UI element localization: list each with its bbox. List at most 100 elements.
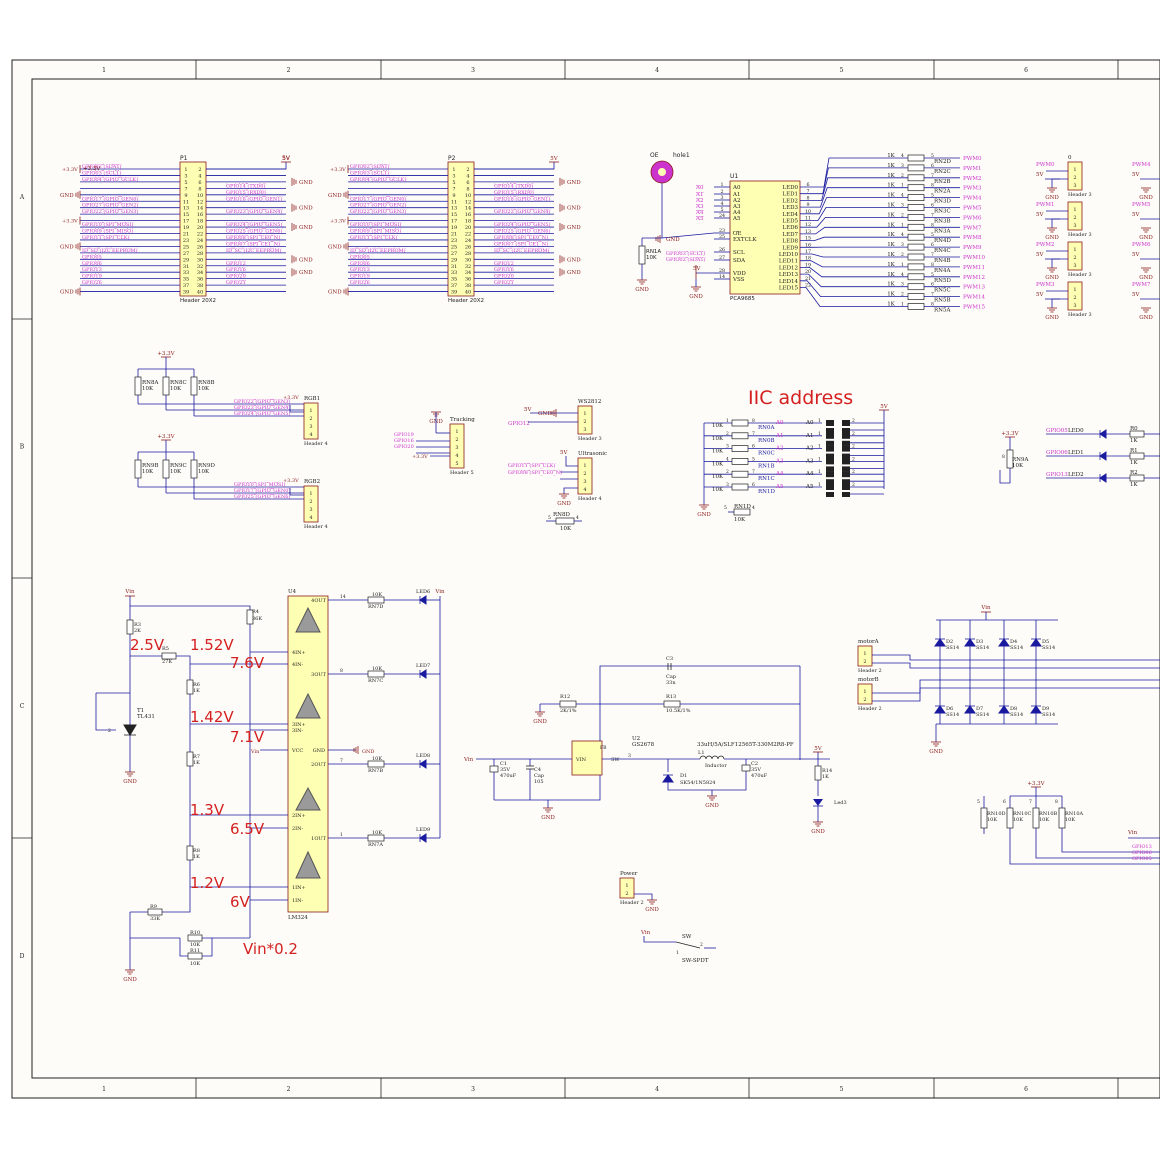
iic-resistor: [731, 483, 749, 491]
iic-jumper-pad: [842, 453, 850, 459]
pca-pin-number: 3: [720, 195, 723, 201]
net-label: GPIO02 (SDA1): [82, 163, 122, 170]
pin-number: 16: [465, 212, 471, 218]
pca-pin-number: 22: [805, 283, 811, 289]
rn7-ref: RN7C: [368, 678, 383, 684]
pwm-route: [800, 236, 908, 242]
ground-symbol: [353, 746, 359, 754]
r10-ref: R10: [190, 930, 200, 936]
led-vin-label: Vin: [434, 589, 445, 595]
motor-diode-part: SS14: [946, 645, 959, 651]
pca-led-pin: LED14: [779, 279, 799, 285]
ground-label: GND: [666, 237, 680, 243]
header-body: [857, 683, 873, 705]
rgb-rn-resistor: [134, 376, 142, 396]
lm324-out: 3OUT: [311, 672, 326, 678]
header-pin-number: 5: [455, 461, 458, 467]
iic-jumper-pad: [842, 440, 850, 446]
iic-jumper-pad: [842, 471, 850, 478]
power-label: +3.3V: [157, 434, 175, 440]
header-body: [449, 423, 465, 469]
r8-ref: R8: [193, 848, 200, 854]
iic-addr-net: A0: [775, 420, 784, 426]
iic-jumper-pad: [842, 492, 850, 497]
pca-pin-name: SDA: [733, 258, 746, 264]
pca-pin-number: 6: [806, 182, 809, 188]
pin-number: 6: [466, 180, 469, 186]
servo-ground: GND: [1139, 267, 1153, 281]
d1-ref: D1: [680, 773, 687, 779]
iic-res-val: 10K: [712, 423, 724, 429]
header-body: [619, 877, 635, 899]
us-ground: GND: [557, 493, 571, 507]
pwm-res-pin: 4: [901, 232, 904, 238]
net-label: GPIO24 (GPIO_GEN5): [226, 221, 282, 228]
iic-addr-label: A2: [805, 446, 813, 452]
motor-a-wire: [872, 662, 1160, 669]
opamp-symbol: [295, 692, 321, 719]
header-part: Header 4: [304, 441, 328, 447]
pin-number: 19: [183, 225, 189, 231]
net-label: ID_SD (I2C EEPROM): [350, 247, 406, 254]
iic-jumper-pad: [842, 484, 850, 490]
battery-led-ref: LED7: [416, 663, 430, 669]
pin-number: 3: [452, 173, 455, 179]
net-label: GPIO09 (SPI_MISO): [350, 228, 401, 235]
led3-symbol: [813, 799, 823, 806]
servo-ground: GND: [1139, 227, 1153, 241]
pwm-route: [800, 187, 908, 208]
pwm-res-pin: 1: [901, 302, 904, 308]
ground-label: GND: [533, 719, 547, 725]
rn9a-ref: RN9A: [1012, 457, 1029, 463]
iic-rn-ref: RN1D: [758, 489, 775, 495]
power-label: +3.3V: [1027, 781, 1045, 787]
ground-symbol: [551, 409, 557, 417]
pin-number: 19: [451, 225, 457, 231]
pwm-res-pin: 2: [901, 252, 904, 258]
lm-pin: 14: [340, 594, 346, 600]
pwm-resistor: [907, 214, 925, 221]
border-col-label: 4: [655, 67, 659, 74]
rgb-rn-val: 10K: [142, 386, 154, 392]
r6-val: 1K: [193, 688, 200, 694]
pin-number: 14: [465, 206, 471, 212]
ground-symbol: [559, 177, 565, 186]
p1-left-nets: 13579111315171921232527293133353739GPIO0…: [60, 163, 189, 296]
motor-diode-part: SS14: [1042, 712, 1055, 718]
header-pin-number: 4: [583, 487, 586, 493]
servo-ground: GND: [1045, 227, 1059, 241]
iic-rn-ref: RN0A: [758, 425, 775, 431]
iic-res-val: 10K: [712, 461, 724, 467]
ground-symbol: [559, 268, 565, 277]
net-label: GPIO25 (GPIO_GEN6): [494, 228, 550, 235]
iic-jumper-pin: 2: [852, 469, 855, 475]
pwm-res-value: 1K: [887, 272, 895, 278]
led-res-ref: R0: [1130, 426, 1138, 432]
pca-ref: U1: [730, 173, 738, 180]
pca-pin-number: 13: [805, 229, 811, 235]
pwm-res-pin: 4: [901, 153, 904, 159]
header-pin-number: 3: [1073, 303, 1076, 309]
pin-number: 35: [451, 277, 457, 283]
rgb-rn-val: 10K: [142, 469, 154, 475]
iic-res-val: 10K: [712, 436, 724, 442]
rgb-rn-resistor: [190, 459, 198, 479]
iic-addr-net: A1: [775, 433, 783, 439]
border-row-label: D: [20, 953, 25, 960]
power-label: +3.3V: [157, 351, 175, 357]
ws-5v: 5V: [524, 407, 532, 413]
iic-jumper-pad: [826, 458, 834, 465]
pca-led-pin: LED11: [779, 259, 798, 265]
pwm-res-pin: 8: [931, 302, 934, 308]
battery-ground: GND: [123, 969, 137, 983]
pca-led-pin: LED5: [782, 219, 798, 225]
pwm-net: PWM14: [963, 295, 985, 301]
header-pin-number: 1: [455, 429, 458, 435]
power-wire: [634, 893, 653, 900]
pwm-res-value: 1K: [887, 292, 895, 298]
ground-label: GND: [60, 193, 74, 199]
pin-number: 23: [451, 238, 457, 244]
